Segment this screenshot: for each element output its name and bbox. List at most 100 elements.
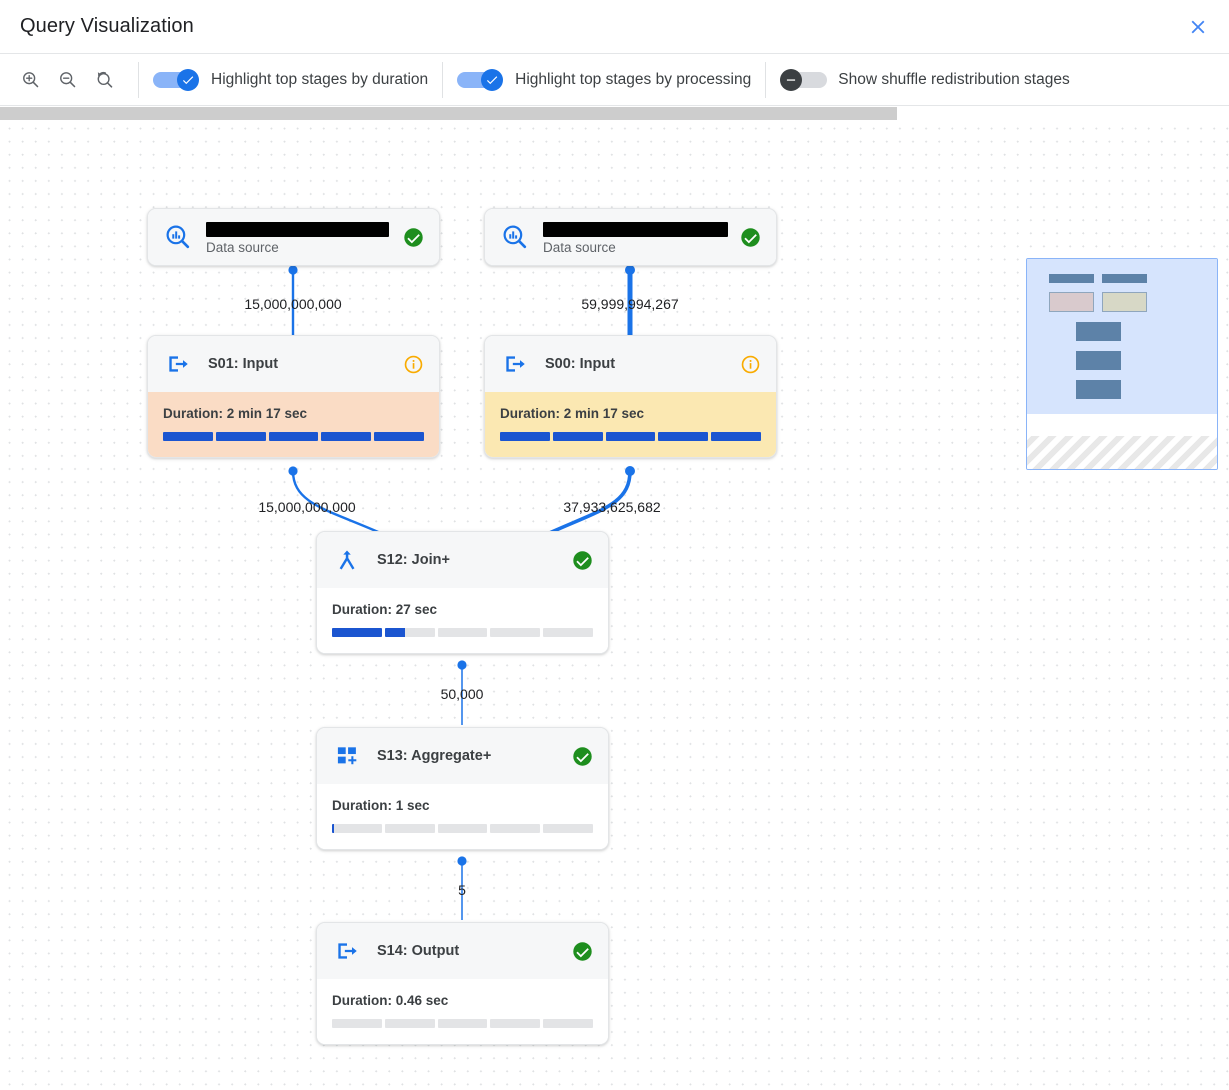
- toggle-highlight-duration-label: Highlight top stages by duration: [211, 70, 429, 88]
- minimap-node: [1076, 351, 1121, 370]
- status-badge-info[interactable]: [401, 352, 425, 376]
- progress-segment: [605, 432, 656, 441]
- check-icon: [182, 75, 194, 84]
- progress-segment: [268, 432, 319, 441]
- progress-segment: [374, 432, 424, 441]
- edge-label-s13-s14: 5: [458, 882, 466, 898]
- status-badge-success: [738, 225, 762, 249]
- duration-label: Duration: 0.46 sec: [332, 993, 449, 1008]
- progress-segment: [332, 824, 382, 833]
- node-header: Data source: [485, 209, 776, 265]
- progress-bar: [163, 432, 424, 441]
- node-header: Data source: [148, 209, 439, 265]
- bigquery-data-source-icon: [163, 222, 193, 252]
- toggle-show-shuffle[interactable]: Show shuffle redistribution stages: [780, 53, 1070, 106]
- progress-segment: [332, 628, 382, 637]
- toolbar-divider-1: [138, 61, 139, 98]
- progress-bar: [332, 628, 593, 637]
- node-title: S14: Output: [377, 943, 460, 959]
- minimap-node: [1076, 380, 1121, 399]
- node-stage-s01[interactable]: S01: Input Duration: 2 min 17 sec: [147, 335, 440, 458]
- toggle-highlight-processing-switch[interactable]: [457, 68, 504, 91]
- zoom-reset-button[interactable]: [87, 63, 121, 97]
- minimap-node: [1049, 274, 1094, 283]
- progress-segment: [543, 628, 593, 637]
- progress-segment: [321, 432, 372, 441]
- node-data-source-right[interactable]: Data source: [484, 208, 777, 266]
- edge-label-rows-src-right: 59,999,994,267: [581, 296, 679, 312]
- progress-bar: [500, 432, 761, 441]
- info-icon: [404, 355, 422, 373]
- zoom-out-button[interactable]: [50, 63, 84, 97]
- check-circle-icon: [403, 227, 423, 247]
- node-title: S12: Join+: [377, 552, 450, 568]
- node-stage-s12[interactable]: S12: Join+ Duration: 27 sec: [316, 531, 609, 654]
- zoom-controls: [0, 63, 124, 97]
- status-badge-success: [570, 744, 594, 768]
- progress-segment: [543, 1019, 593, 1028]
- progress-segment: [384, 824, 435, 833]
- toggle-highlight-duration-switch[interactable]: [153, 68, 200, 91]
- close-button[interactable]: [1181, 10, 1215, 44]
- duration-label: Duration: 2 min 17 sec: [163, 406, 308, 421]
- node-title: S00: Input: [545, 356, 616, 372]
- minimap-viewport[interactable]: [1027, 259, 1217, 414]
- horizontal-scrollbar[interactable]: [0, 107, 1229, 120]
- edge-label-s00-s12: 37,933,625,682: [563, 499, 661, 515]
- edge-label-rows-src-left: 15,000,000,000: [244, 296, 342, 312]
- minimap-node: [1102, 274, 1147, 283]
- minimap[interactable]: [1026, 258, 1218, 470]
- node-stage-s13[interactable]: S13: Aggregate+ Duration: 1 sec: [316, 727, 609, 850]
- zoom-in-icon: [22, 72, 38, 88]
- progress-segment: [552, 432, 603, 441]
- progress-segment: [437, 824, 488, 833]
- scrollbar-thumb[interactable]: [0, 107, 897, 120]
- check-circle-icon: [572, 941, 592, 961]
- node-header: S14: Output: [317, 923, 608, 979]
- node-title: S13: Aggregate+: [377, 748, 492, 764]
- duration-label: Duration: 2 min 17 sec: [500, 406, 645, 421]
- progress-segment: [215, 432, 266, 441]
- data-source-name-redacted: [543, 221, 728, 237]
- edge-label-s01-s12: 15,000,000,000: [258, 499, 356, 515]
- toggle-highlight-processing-label: Highlight top stages by processing: [515, 70, 752, 88]
- progress-segment: [332, 1019, 382, 1028]
- input-stage-icon: [163, 349, 193, 379]
- progress-segment: [163, 432, 213, 441]
- progress-segment: [490, 824, 541, 833]
- switch-knob: [481, 68, 504, 91]
- graph-canvas[interactable]: Data source: [0, 120, 1229, 1090]
- toggle-highlight-duration[interactable]: Highlight top stages by duration: [153, 53, 428, 106]
- progress-segment: [658, 432, 709, 441]
- node-body: Duration: 2 min 17 sec: [148, 392, 439, 457]
- status-badge-success: [570, 939, 594, 963]
- node-stage-s00[interactable]: S00: Input Duration: 2 min 17 sec: [484, 335, 777, 458]
- progress-segment: [500, 432, 550, 441]
- switch-knob: [177, 68, 199, 91]
- progress-segment: [437, 628, 488, 637]
- data-source-text: Data source: [543, 220, 738, 255]
- minimap-node: [1076, 322, 1121, 341]
- data-source-name-redacted: [206, 221, 389, 237]
- toggle-highlight-processing[interactable]: Highlight top stages by processing: [457, 53, 751, 106]
- progress-segment: [384, 1019, 435, 1028]
- titlebar: Query Visualization: [0, 0, 1229, 53]
- data-source-text: Data source: [206, 220, 401, 255]
- check-circle-icon: [572, 550, 592, 570]
- info-icon: [741, 355, 759, 373]
- node-header: S13: Aggregate+: [317, 728, 608, 784]
- status-badge-info[interactable]: [738, 352, 762, 376]
- progress-segment: [543, 824, 593, 833]
- check-circle-icon: [572, 746, 592, 766]
- node-title: S01: Input: [208, 356, 279, 372]
- join-stage-icon: [332, 545, 362, 575]
- aggregate-stage-icon: [332, 741, 362, 771]
- toolbar-divider-2: [442, 61, 444, 98]
- node-stage-s14[interactable]: S14: Output Duration: 0.46 sec: [316, 922, 609, 1045]
- node-data-source-left[interactable]: Data source: [147, 208, 440, 266]
- data-source-subtitle: Data source: [543, 239, 616, 255]
- close-icon: [1191, 20, 1205, 34]
- toggle-show-shuffle-switch[interactable]: [780, 68, 828, 91]
- zoom-in-button[interactable]: [13, 63, 47, 97]
- node-header: S01: Input: [148, 336, 439, 392]
